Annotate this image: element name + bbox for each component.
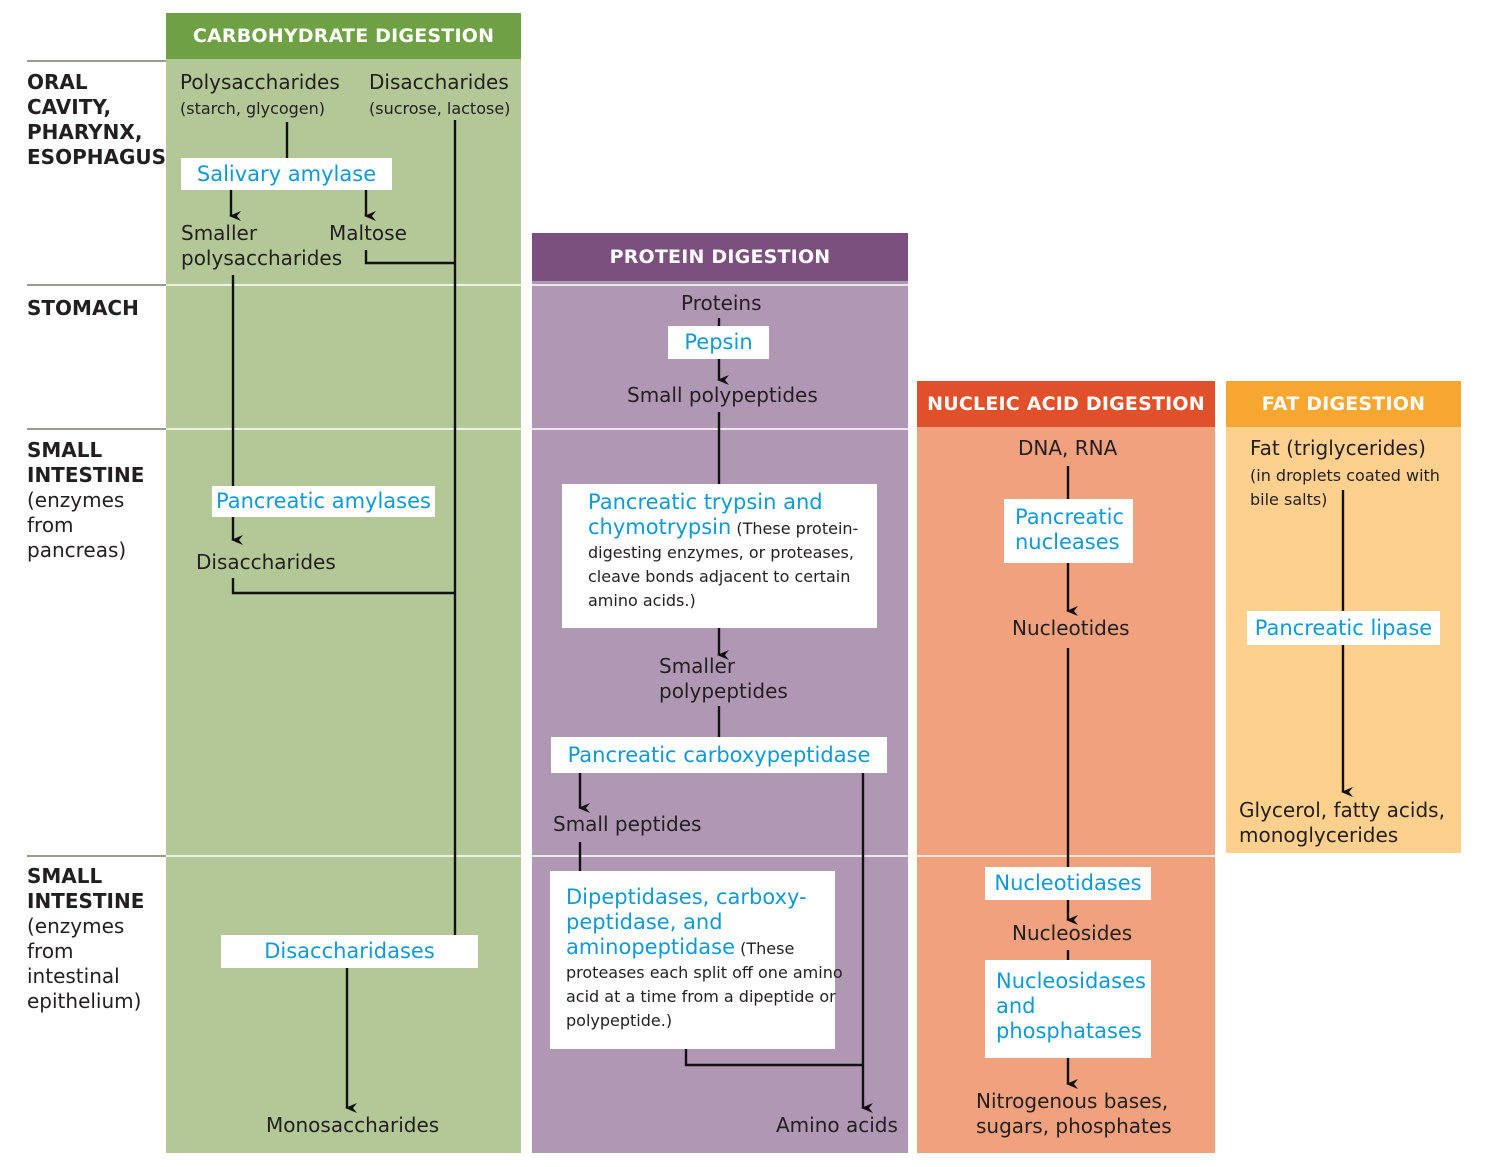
divider-protein-stomach [532, 284, 908, 286]
trypsin-label-line1: Pancreatic trypsin and [588, 490, 823, 514]
maltose-label: Maltose [329, 221, 407, 245]
stage-stomach: STOMACH [27, 296, 139, 320]
pepsin-label: Pepsin [684, 330, 753, 354]
nucleotides-label: Nucleotides [1012, 616, 1130, 640]
disaccharides-top-note: (sucrose, lactose) [369, 99, 511, 118]
proteins-label: Proteins [681, 291, 762, 315]
stage-small-intestine-epithelium: SMALL INTESTINE (enzymes from intestinal… [27, 864, 145, 1013]
monosaccharides-label: Monosaccharides [266, 1113, 440, 1137]
dipeptidases-label-line1: Dipeptidases, carboxy- [566, 885, 807, 909]
pancreatic-amylases-box: Pancreatic amylases [212, 486, 435, 517]
pancreatic-lipase-box: Pancreatic lipase [1247, 611, 1440, 645]
stage-rule-stomach [27, 284, 166, 286]
nucleotidases-label: Nucleotidases [994, 871, 1142, 895]
disaccharides-label: Disaccharides [196, 550, 336, 574]
carboxypeptidase-box: Pancreatic carboxypeptidase [551, 737, 887, 773]
stage-rule-small-pancreas [27, 428, 166, 430]
small-peptides-label: Small peptides [553, 812, 702, 836]
fat-triglycerides-label: Fat (triglycerides) [1250, 436, 1426, 460]
dna-rna-label: DNA, RNA [1018, 436, 1118, 460]
trypsin-label-line2: chymotrypsin [588, 515, 732, 539]
dipeptidases-label-line3: aminopeptidase [566, 935, 736, 959]
carboxypeptidase-label: Pancreatic carboxypeptidase [567, 742, 871, 767]
salivary-amylase-label: Salivary amylase [196, 161, 377, 186]
divider-carb-stomach [166, 284, 521, 286]
dipeptidases-note-b: proteases each split off one amino [566, 963, 843, 982]
protein-header: PROTEIN DIGESTION [532, 233, 908, 281]
dipeptidases-box: Dipeptidases, carboxy- peptidase, and am… [550, 871, 843, 1049]
disaccharidases-label: Disaccharidases [264, 939, 435, 963]
pancreatic-nucleases-box: Pancreatic nucleases [1004, 499, 1133, 563]
trypsin-note-b: digesting enzymes, or proteases, [588, 543, 854, 562]
fat-note: (in droplets coated with bile salts) [1250, 466, 1440, 509]
small-polypeptides-label: Small polypeptides [627, 383, 818, 407]
stage-rule-small-epithelium [27, 855, 166, 857]
pancreatic-amylases-label: Pancreatic amylases [216, 489, 431, 513]
nucleosidases-line2: and [996, 994, 1036, 1018]
dipeptidases-note-a: (These [735, 939, 795, 958]
trypsin-note-d: amino acids.) [588, 591, 696, 610]
polysaccharides-note: (starch, glycogen) [180, 99, 326, 118]
stage-small-intestine-pancreas: SMALL INTESTINE (enzymes from pancreas) [27, 438, 145, 562]
stage-rule-oral [27, 60, 166, 62]
amino-acids-label: Amino acids [776, 1113, 898, 1137]
disaccharides-top-label: Disaccharides [369, 70, 509, 94]
dipeptidases-label-line2: peptidase, and [566, 910, 723, 934]
nucleic-acid-header: NUCLEIC ACID DIGESTION [917, 381, 1215, 427]
carbohydrate-header: CARBOHYDRATE DIGESTION [166, 13, 521, 59]
stage-oral: ORAL CAVITY, PHARYNX, ESOPHAGUS [27, 70, 167, 169]
trypsin-box: Pancreatic trypsin and chymotrypsin (The… [562, 484, 877, 628]
divider-nucleic-small2 [917, 855, 1215, 857]
smaller-polysaccharides-label: Smaller polysaccharides [181, 221, 343, 270]
salivary-amylase-box: Salivary amylase [181, 158, 392, 190]
divider-carb-small1 [166, 428, 521, 430]
dipeptidases-note-c: acid at a time from a dipeptide or [566, 987, 836, 1006]
nucleosides-label: Nucleosides [1012, 921, 1133, 945]
nucleosidases-box: Nucleosidases and phosphatases [985, 960, 1151, 1058]
pepsin-box: Pepsin [668, 326, 769, 359]
pancreatic-nucleases-line2: nucleases [1015, 530, 1120, 554]
fat-header: FAT DIGESTION [1226, 381, 1461, 427]
nucleotidases-box: Nucleotidases [985, 867, 1151, 900]
divider-carb-small2 [166, 855, 521, 857]
disaccharidases-box: Disaccharidases [221, 935, 478, 968]
nucleosidases-line1: Nucleosidases [996, 969, 1146, 993]
pancreatic-nucleases-line1: Pancreatic [1015, 505, 1125, 529]
nucleosidases-line3: phosphatases [996, 1019, 1142, 1043]
smaller-polypeptides-label: Smaller polypeptides [659, 654, 788, 703]
pancreatic-lipase-label: Pancreatic lipase [1254, 615, 1433, 640]
polysaccharides-label: Polysaccharides [180, 70, 340, 94]
trypsin-note-c: cleave bonds adjacent to certain [588, 567, 851, 586]
dipeptidases-note-d: polypeptide.) [566, 1011, 673, 1030]
trypsin-note-a: (These protein- [731, 519, 859, 538]
nitrogenous-bases-label: Nitrogenous bases, sugars, phosphates [976, 1089, 1172, 1138]
fat-products-label: Glycerol, fatty acids, monoglycerides [1239, 798, 1445, 847]
divider-protein-small2 [532, 855, 908, 857]
